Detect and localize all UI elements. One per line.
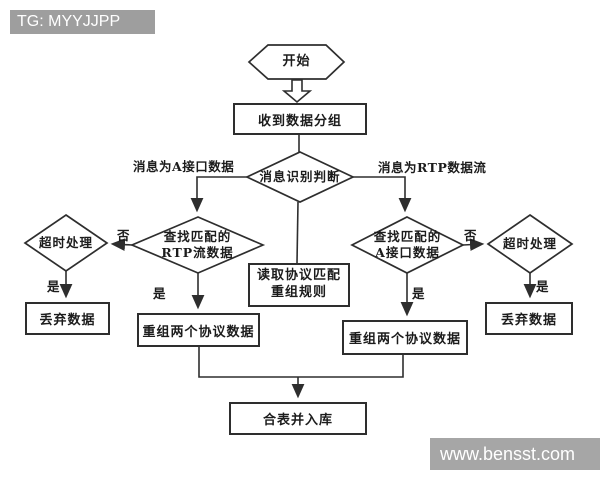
timeout-right-diamond-shape [486,213,574,275]
header-watermark-bar: TG: MYYJJPP [10,10,155,34]
footer-watermark-bar: www.bensst.com [430,438,600,470]
block-arrow-down [281,79,313,104]
edge-label-yes-timeout-right: 是 [536,279,550,294]
timeout-left-diamond-shape [23,213,109,273]
edge-label-no-left: 否 [117,228,131,243]
edge-label-yes-find-rtp: 是 [153,286,167,301]
find-a-diamond-shape [350,216,465,274]
node-read-rules: 读取协议匹配 重组规则 [248,263,350,307]
edge-label-yes-timeout-left: 是 [47,279,61,294]
node-discard-left: 丢弃数据 [25,302,110,335]
edge-label-left-branch: 消息为A接口数据 [133,159,235,174]
find-rtp-diamond-shape [129,216,266,274]
footer-watermark-text: www.bensst.com [440,443,576,464]
start-hexagon-shape [247,44,346,80]
node-merge-store: 合表并入库 [229,402,367,435]
node-receive-data: 收到数据分组 [233,103,367,135]
node-reassemble-left: 重组两个协议数据 [137,313,260,347]
edge-label-right-branch: 消息为RTP数据流 [378,160,487,175]
connector-lines [59,135,537,399]
identify-diamond-shape [245,151,355,203]
header-watermark-text: TG: MYYJJPP [17,13,121,30]
node-reassemble-right: 重组两个协议数据 [342,320,468,355]
node-discard-right: 丢弃数据 [485,302,573,335]
edge-label-no-right: 否 [464,228,478,243]
edge-label-yes-find-a: 是 [412,286,426,301]
